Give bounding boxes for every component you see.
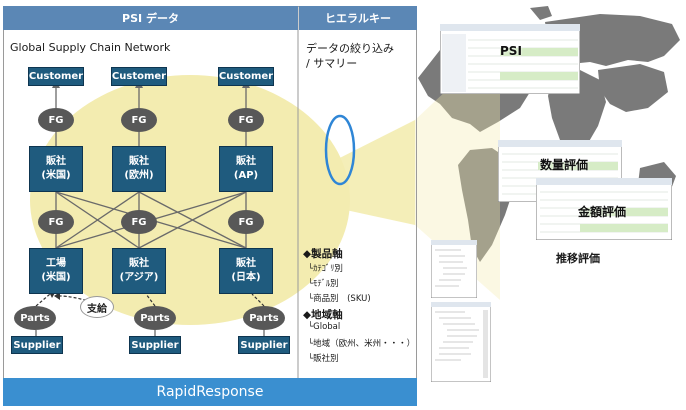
- tree-view-screenshot-2: [431, 302, 491, 382]
- fg-oval-mid-1: FG: [38, 210, 74, 234]
- product-item-category: └ｶﾃｺﾞﾘ別: [308, 264, 343, 274]
- fg-oval-mid-3: FG: [228, 210, 264, 234]
- parts-oval-2: Parts: [134, 306, 176, 330]
- tree-view-screenshot-1: [431, 240, 477, 298]
- psi-screenshot: [440, 24, 580, 94]
- amount-screenshot-label: 金額評価: [578, 205, 627, 219]
- region-item-area: └地域（欧州、米州・・・）: [308, 339, 416, 349]
- rapidresponse-footer: RapidResponse: [3, 378, 417, 406]
- sales-node-eu-line2: (欧州): [124, 170, 154, 181]
- sales-node-eu: 販社 (欧州): [112, 146, 166, 192]
- customer-node-2: Customer: [111, 67, 167, 86]
- sales-node-us: 販社 (米国): [29, 146, 83, 192]
- region-item-sales-co: └販社別: [308, 354, 339, 364]
- sales-node-asia: 販社 (アジア): [112, 248, 166, 294]
- sales-node-us-line1: 販社: [46, 155, 66, 167]
- region-axis-title: ◆地域軸: [303, 309, 343, 321]
- product-item-sku: └商品別 (SKU): [308, 294, 371, 304]
- sales-node-ap: 販社 (AP): [219, 146, 273, 192]
- sales-node-asia-line1: 販社: [129, 257, 149, 269]
- fg-oval-top-2: FG: [121, 108, 157, 132]
- hierarchy-header: ヒエラルキー: [299, 6, 417, 30]
- parts-oval-1: Parts: [14, 306, 56, 330]
- fg-oval-mid-2: FG: [121, 210, 157, 234]
- trend-evaluation-label: 推移評価: [556, 252, 600, 265]
- sales-node-ap-line2: (AP): [233, 170, 259, 181]
- parts-oval-3: Parts: [243, 306, 285, 330]
- fg-oval-top-1: FG: [38, 108, 74, 132]
- hierarchy-focus-ellipse: [324, 114, 356, 186]
- amount-screenshot: [536, 178, 672, 240]
- supply-dashed-lines: [35, 293, 265, 307]
- network-subtitle: Global Supply Chain Network: [10, 41, 171, 54]
- sales-node-ap-line1: 販社: [236, 155, 256, 167]
- psi-data-header: PSI データ: [3, 6, 298, 30]
- factory-node-us-line2: (米国): [41, 272, 71, 283]
- supply-label: 支給: [80, 296, 114, 318]
- supplier-node-3: Supplier: [238, 336, 290, 354]
- product-axis-title: ◆製品軸: [303, 248, 343, 260]
- sales-node-japan: 販社 (日本): [219, 248, 273, 294]
- region-item-global: └Global: [308, 322, 341, 332]
- supplier-node-1: Supplier: [11, 336, 63, 354]
- sales-node-asia-line2: (アジア): [119, 272, 159, 283]
- factory-node-us: 工場 (米国): [29, 248, 83, 294]
- highlight-beam-left: [300, 120, 415, 225]
- sales-node-japan-line2: (日本): [231, 272, 261, 283]
- hierarchy-caption-line1: データの絞り込み: [306, 42, 394, 55]
- customer-node-1: Customer: [28, 67, 84, 86]
- psi-screenshot-label: PSI: [500, 44, 522, 58]
- product-item-model: └ﾓﾃﾞﾙ別: [308, 279, 339, 289]
- hierarchy-caption-line2: / サマリー: [306, 57, 358, 70]
- customer-node-3: Customer: [218, 67, 274, 86]
- sales-node-japan-line1: 販社: [236, 257, 256, 269]
- supplier-node-2: Supplier: [129, 336, 181, 354]
- quantity-screenshot-label: 数量評価: [540, 158, 589, 172]
- highlight-beam-right: [415, 40, 500, 300]
- sales-node-us-line2: (米国): [41, 170, 71, 181]
- factory-node-us-line1: 工場: [46, 257, 66, 269]
- fg-oval-top-3: FG: [228, 108, 264, 132]
- sales-node-eu-line1: 販社: [129, 155, 149, 167]
